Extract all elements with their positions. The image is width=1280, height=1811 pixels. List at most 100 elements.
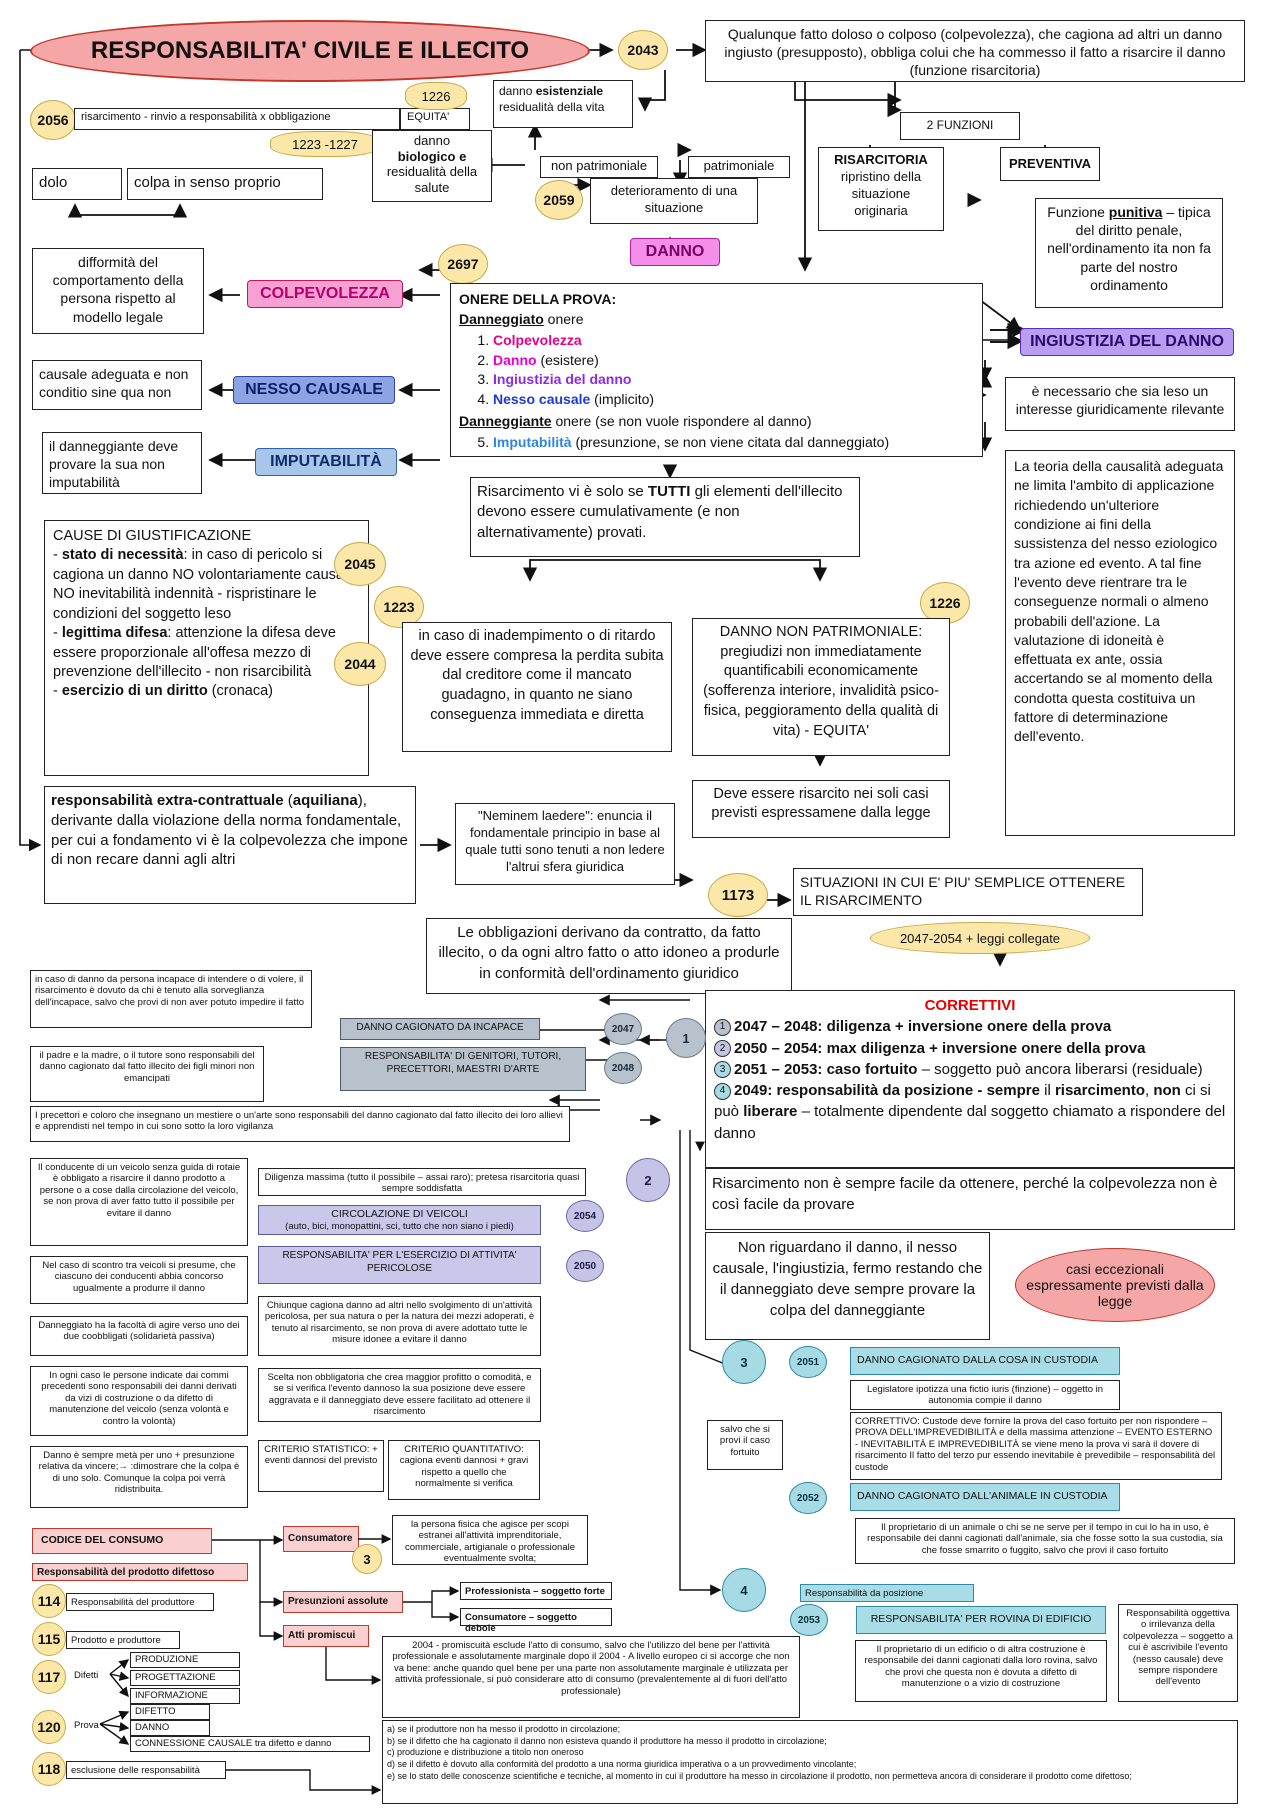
extra-contrattuale-box: responsabilità extra-contrattuale (aquil…	[44, 786, 416, 904]
danneggiato-agire-box: Danneggiato ha la facoltà di agire verso…	[30, 1316, 248, 1356]
def-2043-box: Qualunque fatto doloso o colposo (colpev…	[705, 20, 1245, 82]
leso-box: è necessario che sia leso un interesse g…	[1005, 377, 1235, 431]
padre-box: il padre e la madre, o il tutore sono re…	[30, 1046, 264, 1102]
rovina-tag: RESPONSABILITA' PER ROVINA DI EDIFICIO	[856, 1606, 1106, 1634]
ref-1223: 1223	[374, 586, 424, 628]
conducente-box: Il conducente di un veicolo senza guida …	[30, 1158, 248, 1246]
non-patrimoniale-box: non patrimoniale	[540, 156, 658, 178]
animale-desc-box: Il proprietario di un animale o chi se n…	[855, 1518, 1235, 1564]
ref-2051: 2051	[789, 1346, 827, 1378]
danno-np-box: DANNO NON PATRIMONIALE: pregiudizi non i…	[692, 618, 950, 756]
title-ellipse: RESPONSABILITA' CIVILE E ILLECITO	[30, 20, 590, 82]
persona-fisica-box: la persona fisica che agisce per scopi e…	[392, 1515, 588, 1565]
danno-esistenziale-box: danno esistenziale residualità della vit…	[493, 80, 633, 128]
ref-2697: 2697	[438, 244, 488, 284]
presunzioni-tag: Presunzioni assolute	[283, 1591, 403, 1613]
danneggiante-prova-box: il danneggiante deve provare la sua non …	[42, 432, 202, 494]
chiunque-box: Chiunque cagiona danno ad altri nello sv…	[258, 1296, 541, 1356]
causalita-box: La teoria della causalità adeguata ne li…	[1005, 450, 1235, 836]
circle-1: 1	[666, 1018, 706, 1058]
circle-3: 3	[722, 1340, 766, 1384]
ref-1223-1227: 1223 -1227	[270, 131, 380, 157]
ref-2054: 2054	[566, 1200, 604, 1232]
posizione-tag: Responsabilità da posizione	[800, 1584, 974, 1602]
difformita-box: difformità del comportamento della perso…	[32, 248, 204, 334]
genitori-tag: RESPONSABILITA' DI GENITORI, TUTORI, PRE…	[340, 1047, 586, 1091]
fictio-box: Legislatore ipotizza una fictio iuris (f…	[850, 1380, 1120, 1410]
ref-consumatore-3: 3	[352, 1544, 382, 1574]
onere-prova-box: ONERE DELLA PROVA: Danneggiato onere Col…	[450, 283, 983, 457]
attivita-tag: RESPONSABILITA' PER L'ESERCIZIO DI ATTIV…	[258, 1246, 541, 1284]
imputabilita-tag: IMPUTABILITÀ	[255, 448, 397, 476]
ref-1226-top: 1226	[405, 82, 467, 110]
informazione-box: INFORMAZIONE	[130, 1688, 240, 1704]
salvo-box: salvo che si provi il caso fortuito	[707, 1420, 783, 1470]
ref-2052: 2052	[789, 1482, 827, 1514]
circle-2: 2	[626, 1158, 670, 1202]
ref-2048: 2048	[604, 1052, 642, 1084]
colpa-box: colpa in senso proprio	[127, 168, 323, 200]
difetto-box: DIFETTO	[130, 1704, 210, 1720]
art-118: 118	[32, 1752, 66, 1786]
ref-2044: 2044	[334, 642, 386, 686]
esclusione-box: esclusione delle responsabilità	[66, 1761, 226, 1779]
progettazione-box: PROGETTAZIONE	[130, 1670, 240, 1686]
page-title: RESPONSABILITA' CIVILE E ILLECITO	[90, 37, 530, 64]
circle-4: 4	[722, 1568, 766, 1612]
prova-label: Prova	[74, 1720, 99, 1731]
deterioramento-box: deterioramento di una situazione	[590, 178, 758, 224]
circolazione-tag: CIRCOLAZIONE DI VEICOLI(auto, bici, mono…	[258, 1205, 541, 1235]
equita-box: EQUITA'	[400, 108, 470, 130]
ref-2056: 2056	[30, 100, 76, 140]
precettori-box: I precettori e coloro che insegnano un m…	[30, 1106, 570, 1142]
ref-2053: 2053	[790, 1604, 828, 1636]
atti-promiscui-tag: Atti promiscui	[283, 1625, 369, 1647]
consumatore-debole-box: Consumatore – soggetto debole	[460, 1608, 612, 1634]
quantitativo-box: CRITERIO QUANTITATIVO: cagiona eventi da…	[388, 1440, 540, 1500]
cosa-custodia-tag: DANNO CAGIONATO DALLA COSA IN CUSTODIA	[850, 1347, 1120, 1375]
dolo-box: dolo	[32, 168, 122, 200]
art-115: 115	[32, 1622, 66, 1656]
due-funzioni-box: 2 FUNZIONI	[900, 112, 1020, 140]
oggettiva-box: Responsabilità oggettiva o irrilevanza d…	[1118, 1604, 1238, 1702]
art-117: 117	[32, 1660, 66, 1694]
ref-2043: 2043	[618, 30, 668, 70]
esclusioni-list-box: a) se il produttore non ha messo il prod…	[382, 1720, 1238, 1804]
ref-2045: 2045	[334, 542, 386, 586]
risarcito-legge-box: Deve essere risarcito nei soli casi prev…	[692, 780, 950, 838]
promiscuita-box: 2004 - promiscuità esclude l'atto di con…	[382, 1636, 800, 1718]
rinvio-box: risarcimento - rinvio a responsabilità x…	[74, 108, 400, 130]
colpevolezza-tag: COLPEVOLEZZA	[247, 280, 403, 308]
neminem-box: "Neminem laedere": enuncia il fondamenta…	[455, 803, 675, 885]
correttivo-custode-box: CORRETTIVO: Custode deve fornire la prov…	[850, 1412, 1222, 1480]
casi-eccezionali: casi eccezionali espressamente previsti …	[1015, 1248, 1215, 1322]
situazioni-box: SITUAZIONI IN CUI E' PIU' SEMPLICE OTTEN…	[793, 868, 1143, 916]
scelta-box: Scelta non obbligatoria che crea maggior…	[258, 1368, 541, 1422]
danno-tag: DANNO	[630, 238, 720, 266]
art-114: 114	[32, 1584, 66, 1618]
art-120: 120	[32, 1710, 66, 1744]
ref-1173: 1173	[708, 873, 768, 917]
produzione-box: PRODUZIONE	[130, 1652, 240, 1668]
ingiustizia-tag: INGIUSTIZIA DEL DANNO	[1020, 328, 1234, 356]
obbligazioni-box: Le obbligazioni derivano da contratto, d…	[426, 918, 792, 994]
produttore-box: Responsabilità del produttore	[66, 1593, 214, 1611]
professionista-box: Professionista – soggetto forte	[460, 1582, 612, 1600]
preventiva-box: PREVENTIVA	[1000, 147, 1100, 181]
meta-box: Danno è sempre metà per uno + presunzion…	[30, 1446, 248, 1508]
rovina-desc-box: Il proprietario di un edificio o di altr…	[855, 1640, 1107, 1702]
danno-box: DANNO	[130, 1720, 210, 1736]
incapace-tag: DANNO CAGIONATO DA INCAPACE	[340, 1018, 540, 1040]
inadempimento-box: in caso di inadempimento o di ritardo de…	[402, 622, 672, 752]
nesso-causale-tag: NESSO CAUSALE	[233, 376, 395, 404]
difetti-label: Difetti	[74, 1670, 99, 1681]
incapace-desc-box: in caso di danno da persona incapace di …	[30, 970, 312, 1028]
ref-2059: 2059	[535, 180, 583, 220]
colpevolezza-difficile-box: Risarcimento non è sempre facile da otte…	[705, 1168, 1235, 1230]
scontro-box: Nel caso di scontro tra veicoli si presu…	[30, 1256, 248, 1304]
punitiva-box: Funzione punitiva – tipica del diritto p…	[1035, 198, 1223, 308]
statistico-box: CRITERIO STATISTICO: + eventi dannosi de…	[258, 1440, 384, 1492]
non-riguardano-box: Non riguardano il danno, il nesso causal…	[705, 1232, 990, 1340]
